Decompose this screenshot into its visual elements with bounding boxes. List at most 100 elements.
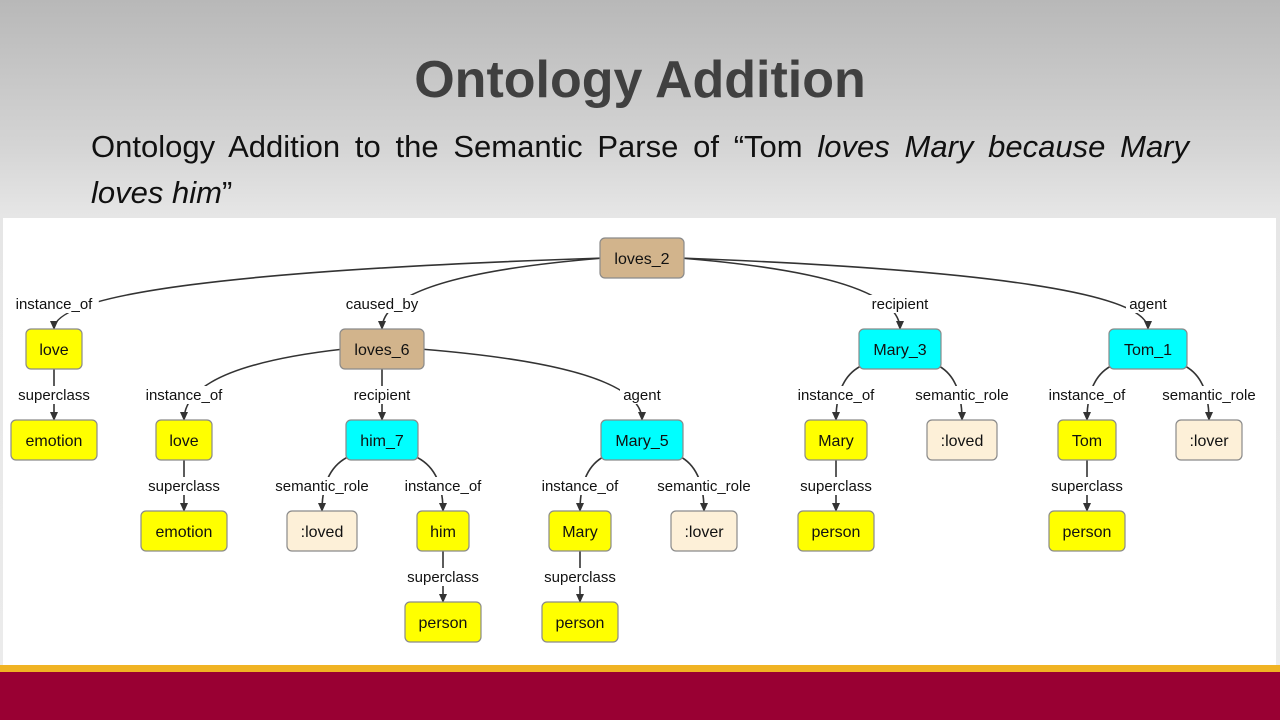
node-mary-5[interactable]: Mary_5	[600, 419, 684, 461]
node-label: emotion	[156, 524, 213, 541]
edge-label: caused_by	[346, 296, 419, 313]
node-person-c[interactable]: person	[797, 510, 875, 552]
gold-divider-bar	[0, 665, 1280, 672]
node-label: loves_6	[354, 342, 409, 359]
edge-label-background	[909, 386, 1015, 404]
edge-label-background	[1046, 477, 1128, 495]
node-label: :lover	[684, 524, 724, 541]
node-him-7[interactable]: him_7	[345, 419, 419, 461]
node-label: :lover	[1189, 433, 1229, 450]
edge-label: instance_of	[1049, 387, 1127, 404]
node-person-a[interactable]: person	[404, 601, 482, 643]
slide-title: Ontology Addition	[414, 51, 866, 109]
edge-label-background	[620, 386, 664, 404]
node-label: person	[556, 615, 605, 632]
node-loved-b[interactable]: :loved	[926, 419, 998, 461]
edge-label: semantic_role	[275, 478, 368, 495]
slide-subtitle: Ontology Addition to the Semantic Parse …	[91, 124, 1189, 216]
edge-label-background	[398, 477, 488, 495]
edge-loves_2-to-love_a	[50, 257, 605, 330]
edge-label: instance_of	[542, 478, 620, 495]
edge-label-background	[795, 477, 877, 495]
edge-label: instance_of	[16, 296, 94, 313]
node-mary-a[interactable]: Mary	[548, 510, 612, 552]
edge-label-background	[539, 568, 621, 586]
node-loves-2[interactable]: loves_2	[599, 237, 685, 279]
node-box	[155, 419, 213, 461]
edge-label-background	[269, 477, 375, 495]
node-label: :loved	[941, 433, 984, 450]
edge-loves_2-to-loves_6	[378, 257, 605, 330]
edge-mary_3-to-loved_b	[936, 364, 966, 421]
node-box	[404, 601, 482, 643]
node-mary-3[interactable]: Mary_3	[858, 328, 942, 370]
node-label: person	[419, 615, 468, 632]
node-emotion-b[interactable]: emotion	[140, 510, 228, 552]
semantic-parse-graph: instance_of superclass caused_by instance_o…	[9, 237, 1262, 643]
edge-label: agent	[623, 387, 661, 404]
node-love-a[interactable]: love	[25, 328, 83, 370]
edge-label-background	[402, 568, 484, 586]
edge-label: semantic_role	[657, 478, 750, 495]
node-lover-a[interactable]: :lover	[670, 510, 738, 552]
node-person-d[interactable]: person	[1048, 510, 1126, 552]
node-box	[804, 419, 868, 461]
node-label: Tom_1	[1124, 342, 1172, 359]
edge-loves_6-to-love_b	[180, 348, 345, 421]
node-label: person	[812, 524, 861, 541]
footer-bar	[0, 672, 1280, 720]
edge-label-background	[1156, 386, 1262, 404]
edge-mary_5-to-lover_a	[678, 455, 708, 512]
node-love-b[interactable]: love	[155, 419, 213, 461]
node-mary-b[interactable]: Mary	[804, 419, 868, 461]
edge-label: superclass	[1051, 478, 1123, 495]
node-label: him	[430, 524, 456, 541]
node-label: Mary_3	[873, 342, 926, 359]
edge-loves_2-to-mary_3	[679, 257, 904, 330]
node-label: love	[39, 342, 68, 359]
node-label: :loved	[301, 524, 344, 541]
node-tom-1[interactable]: Tom_1	[1108, 328, 1188, 370]
edge-label: agent	[1129, 296, 1167, 313]
edge-label: superclass	[18, 387, 90, 404]
node-box	[858, 328, 942, 370]
edge-label-background	[862, 295, 938, 313]
node-box	[25, 328, 83, 370]
subtitle-prefix: Ontology Addition to the Semantic Parse …	[91, 129, 818, 164]
node-box	[1048, 510, 1126, 552]
edge-label: instance_of	[405, 478, 483, 495]
semantic-parse-diagram: instance_of superclass caused_by instance_o…	[3, 218, 1276, 665]
node-label: Mary	[562, 524, 598, 541]
node-label: person	[1063, 524, 1112, 541]
edge-loves_2-to-tom_1	[679, 257, 1152, 330]
edge-label-background	[791, 386, 881, 404]
edge-label: semantic_role	[1162, 387, 1255, 404]
subtitle-italic-sentence: loves Mary because Mary loves him	[91, 129, 1190, 210]
node-box	[541, 601, 619, 643]
edge-label: superclass	[148, 478, 220, 495]
edge-label: instance_of	[146, 387, 224, 404]
edge-label: superclass	[800, 478, 872, 495]
node-emotion-a[interactable]: emotion	[10, 419, 98, 461]
node-loves-6[interactable]: loves_6	[339, 328, 425, 370]
edge-label: semantic_role	[915, 387, 1008, 404]
node-loved-a[interactable]: :loved	[286, 510, 358, 552]
edge-label-background	[1126, 295, 1170, 313]
node-box	[600, 419, 684, 461]
node-box	[797, 510, 875, 552]
node-box	[140, 510, 228, 552]
edge-label: superclass	[544, 569, 616, 586]
node-label: Mary_5	[615, 433, 668, 450]
node-him[interactable]: him	[416, 510, 470, 552]
node-box	[1057, 419, 1117, 461]
node-box	[286, 510, 358, 552]
node-person-b[interactable]: person	[541, 601, 619, 643]
edge-tom_1-to-tom	[1083, 364, 1114, 421]
node-box	[926, 419, 998, 461]
edge-label: recipient	[872, 296, 930, 313]
node-label: Tom	[1072, 433, 1102, 450]
node-tom[interactable]: Tom	[1057, 419, 1117, 461]
edge-loves_6-to-mary_5	[419, 348, 646, 421]
edge-label-background	[1042, 386, 1132, 404]
node-lover-b[interactable]: :lover	[1175, 419, 1243, 461]
